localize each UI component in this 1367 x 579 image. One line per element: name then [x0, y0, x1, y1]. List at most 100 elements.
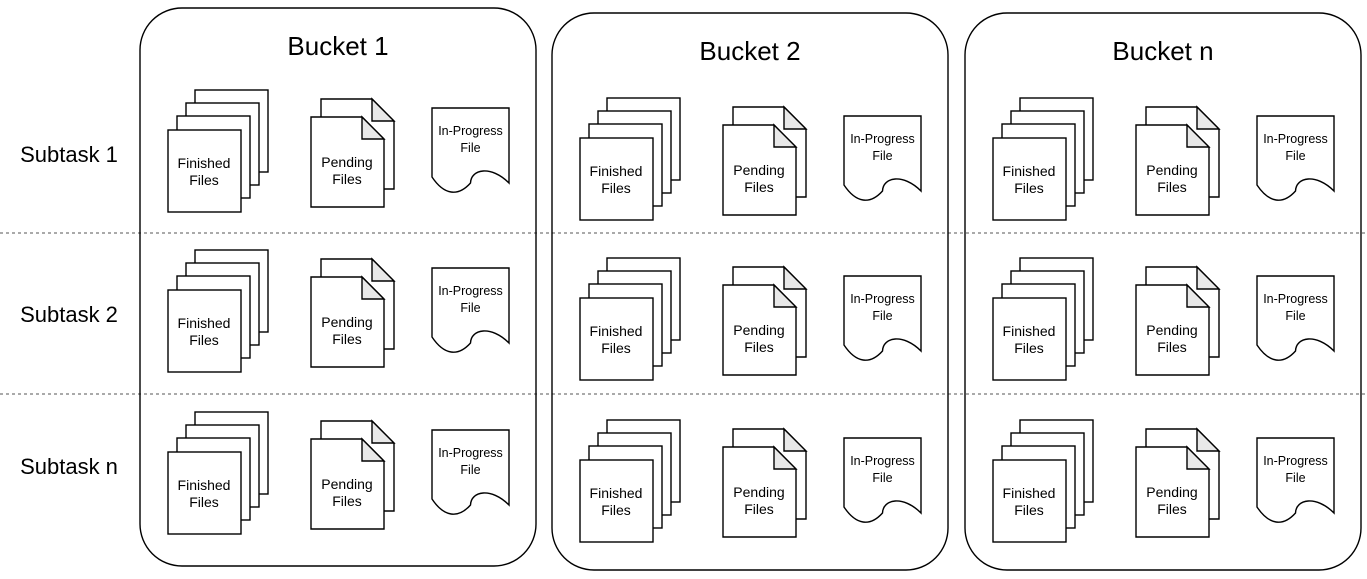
- page-fold-corner: [1186, 123, 1211, 148]
- page-fold-corner: [1196, 427, 1221, 452]
- finished-file-page: [579, 297, 654, 381]
- in-progress-file-icon: [431, 429, 510, 515]
- finished-files-label: Finished: [178, 155, 231, 171]
- page-fold-corner: [371, 257, 396, 282]
- subtask-label-3: Subtask n: [20, 454, 118, 479]
- finished-file-page: [167, 289, 242, 373]
- finished-file-page: [992, 459, 1067, 543]
- page-fold-corner: [783, 105, 808, 130]
- finished-files-label: Finished: [1003, 163, 1056, 179]
- pending-files-label: Pending: [733, 484, 784, 500]
- pending-files-label: Files: [332, 171, 362, 187]
- in-progress-file-label: File: [460, 141, 480, 155]
- finished-files-label: Files: [1014, 180, 1044, 196]
- pending-files-label: Files: [332, 493, 362, 509]
- pending-files-label: Pending: [321, 314, 372, 330]
- in-progress-file-label: File: [460, 301, 480, 315]
- in-progress-file-icon: [843, 437, 922, 523]
- finished-files-label: Files: [601, 180, 631, 196]
- pending-files-label: Files: [1157, 339, 1187, 355]
- in-progress-file-icon: [1256, 275, 1335, 361]
- page-fold-corner: [783, 427, 808, 452]
- bucket-container: [964, 12, 1362, 571]
- finished-files-label: Finished: [590, 485, 643, 501]
- in-progress-file-label: In-Progress: [438, 124, 503, 138]
- finished-files-label: Files: [189, 332, 219, 348]
- pending-files-label: Files: [332, 331, 362, 347]
- in-progress-file-icon: [431, 267, 510, 353]
- finished-files-label: Files: [601, 502, 631, 518]
- pending-files-label: Files: [1157, 179, 1187, 195]
- finished-files-label: Finished: [178, 315, 231, 331]
- pending-files-label: Files: [744, 179, 774, 195]
- page-fold-corner: [783, 265, 808, 290]
- in-progress-file-label: In-Progress: [438, 284, 503, 298]
- subtask-label-2: Subtask 2: [20, 302, 118, 327]
- bucket-2: Bucket 2FinishedFilesPendingFilesIn-Prog…: [551, 12, 949, 571]
- bucket-container: [551, 12, 949, 571]
- bucket-title: Bucket 1: [287, 31, 388, 61]
- in-progress-file-label: In-Progress: [1263, 132, 1328, 146]
- page-fold-corner: [773, 445, 798, 470]
- finished-files-label: Files: [1014, 340, 1044, 356]
- pending-files-label: Pending: [321, 476, 372, 492]
- page-fold-corner: [1196, 265, 1221, 290]
- in-progress-file-label: In-Progress: [1263, 454, 1328, 468]
- pending-files-label: Pending: [1146, 484, 1197, 500]
- finished-files-label: Finished: [590, 323, 643, 339]
- bucket-title: Bucket n: [1112, 36, 1213, 66]
- finished-file-page: [992, 297, 1067, 381]
- finished-file-page: [579, 137, 654, 221]
- finished-files-label: Files: [1014, 502, 1044, 518]
- pending-files-label: Pending: [1146, 322, 1197, 338]
- page-fold-corner: [361, 115, 386, 140]
- buckets: Bucket 1FinishedFilesPendingFilesIn-Prog…: [139, 7, 1362, 571]
- page-fold-corner: [773, 123, 798, 148]
- finished-file-page: [992, 137, 1067, 221]
- in-progress-file-label: In-Progress: [850, 454, 915, 468]
- finished-files-label: Finished: [178, 477, 231, 493]
- page-fold-corner: [361, 437, 386, 462]
- page-fold-corner: [371, 97, 396, 122]
- page-fold-corner: [1186, 445, 1211, 470]
- in-progress-file-label: In-Progress: [438, 446, 503, 460]
- bucket-3: Bucket nFinishedFilesPendingFilesIn-Prog…: [964, 12, 1362, 571]
- pending-files-label: Pending: [1146, 162, 1197, 178]
- in-progress-file-label: File: [872, 309, 892, 323]
- page-fold-corner: [371, 419, 396, 444]
- in-progress-file-icon: [843, 115, 922, 201]
- in-progress-file-label: File: [1285, 149, 1305, 163]
- in-progress-file-label: File: [460, 463, 480, 477]
- finished-file-page: [579, 459, 654, 543]
- finished-files-label: Finished: [1003, 485, 1056, 501]
- in-progress-file-icon: [843, 275, 922, 361]
- finished-file-page: [167, 451, 242, 535]
- pending-files-label: Pending: [733, 322, 784, 338]
- page-fold-corner: [1196, 105, 1221, 130]
- finished-files-label: Files: [601, 340, 631, 356]
- in-progress-file-label: In-Progress: [850, 132, 915, 146]
- in-progress-file-label: File: [1285, 309, 1305, 323]
- in-progress-file-label: In-Progress: [850, 292, 915, 306]
- subtask-label-1: Subtask 1: [20, 142, 118, 167]
- pending-files-label: Files: [744, 501, 774, 517]
- in-progress-file-label: File: [1285, 471, 1305, 485]
- finished-files-label: Files: [189, 494, 219, 510]
- bucket-1: Bucket 1FinishedFilesPendingFilesIn-Prog…: [139, 7, 537, 567]
- bucket-container: [139, 7, 537, 567]
- in-progress-file-icon: [1256, 115, 1335, 201]
- subtask-labels: Subtask 1 Subtask 2 Subtask n: [20, 142, 118, 479]
- finished-file-page: [167, 129, 242, 213]
- in-progress-file-label: File: [872, 149, 892, 163]
- bucket-title: Bucket 2: [699, 36, 800, 66]
- page-fold-corner: [361, 275, 386, 300]
